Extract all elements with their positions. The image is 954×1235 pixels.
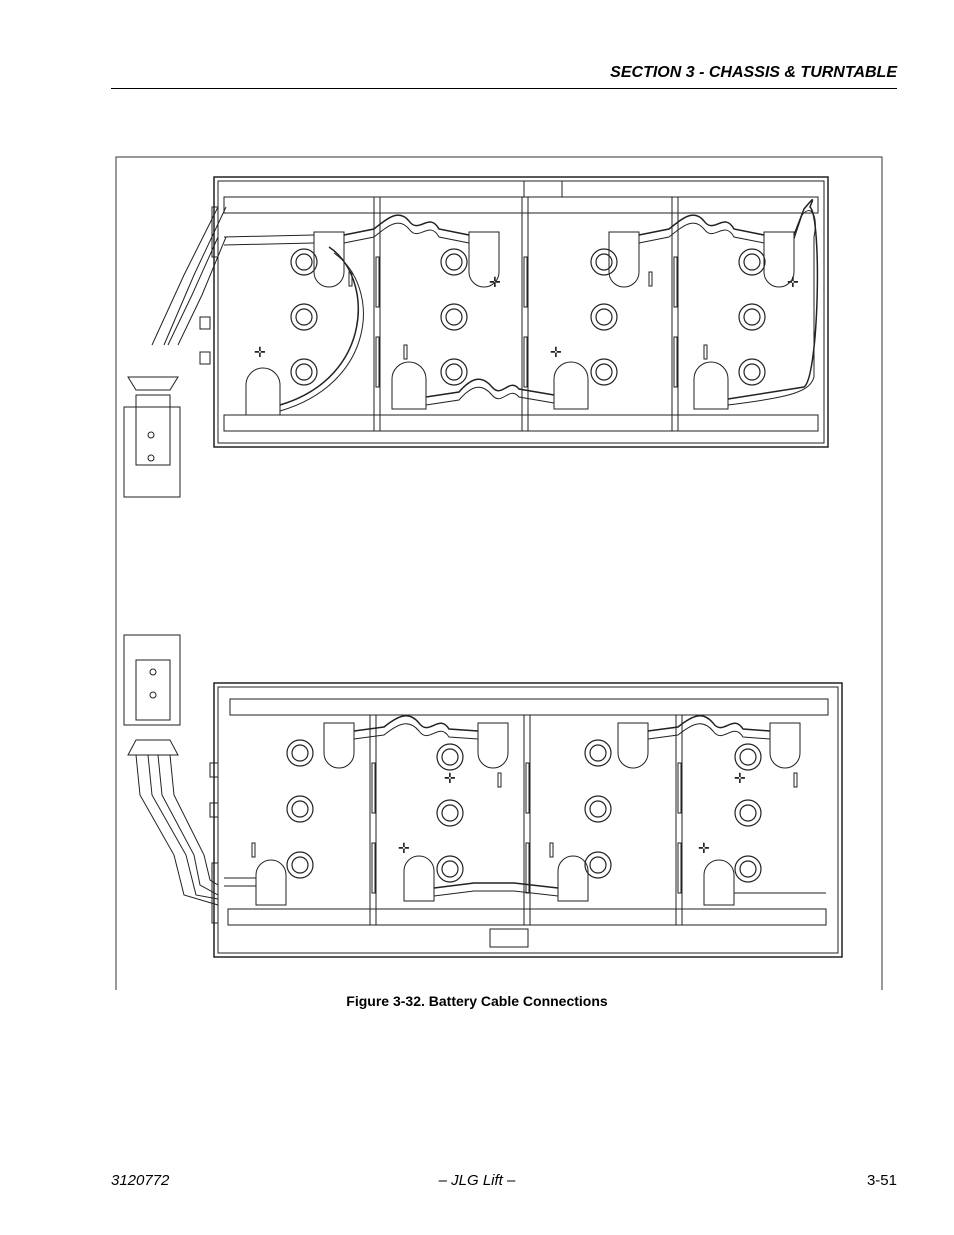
svg-text:✛: ✛	[734, 771, 746, 787]
figure-frame	[115, 156, 883, 990]
battery-tray-bottom: ✛ ✛ ✛ ✛	[209, 682, 843, 958]
battery-tray-top: ✛ ✛ ✛ ✛	[199, 176, 829, 448]
section-title: SECTION 3 - CHASSIS & TURNTABLE	[610, 64, 897, 81]
svg-text:✛: ✛	[550, 345, 562, 361]
svg-text:✛: ✛	[444, 771, 456, 787]
publisher: – JLG Lift –	[438, 1172, 516, 1189]
svg-text:✛: ✛	[398, 841, 410, 857]
page-number: 3-51	[866, 1172, 897, 1189]
doc-number: 3120772	[111, 1172, 170, 1189]
header-rule	[111, 88, 897, 89]
svg-text:✛: ✛	[787, 275, 799, 291]
svg-text:✛: ✛	[489, 275, 501, 291]
figure-caption: Figure 3-32. Battery Cable Connections	[346, 993, 608, 1009]
battery-cable-figure: ✛ ✛ ✛ ✛	[114, 155, 884, 990]
svg-text:✛: ✛	[254, 345, 266, 361]
connector-top	[123, 206, 227, 498]
svg-text:✛: ✛	[698, 841, 710, 857]
connector-bottom	[123, 634, 219, 906]
